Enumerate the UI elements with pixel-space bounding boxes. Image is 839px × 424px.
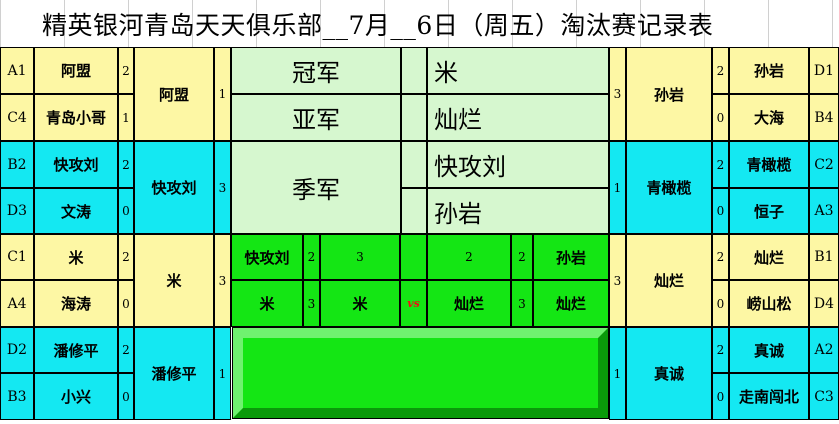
right-player: 崂山松: [729, 280, 809, 327]
right-player: 青橄榄: [729, 141, 809, 188]
right-winner: 孙岩: [626, 47, 712, 141]
third-name-1: 快攻刘: [427, 141, 609, 188]
left-seed: D2: [0, 327, 34, 373]
right-winner: 真诚: [626, 327, 712, 420]
right-seed: C3: [809, 373, 839, 420]
right-winner-score: 3: [609, 234, 626, 327]
left-seed: A4: [0, 280, 34, 327]
left-winner-score: 3: [214, 141, 231, 234]
left-score: 0: [118, 188, 134, 234]
left-seed: C4: [0, 94, 34, 141]
runner-up-name: 灿烂: [427, 94, 609, 141]
right-score: 2: [712, 141, 729, 188]
runner-up-label: 亚军: [231, 94, 401, 141]
blank-panel: [232, 327, 609, 419]
left-seed: A1: [0, 47, 34, 94]
left-score: 2: [118, 141, 134, 188]
semi-right-top-score: 2: [511, 234, 533, 280]
right-seed: D4: [809, 280, 839, 327]
right-winner-score: 1: [609, 327, 626, 420]
left-winner-score: 3: [214, 234, 231, 327]
right-score: 0: [712, 94, 729, 141]
semi-right-bot-player: 灿烂: [533, 280, 609, 327]
right-score: 0: [712, 188, 729, 234]
right-seed: D1: [809, 47, 839, 94]
left-score: 1: [118, 94, 134, 141]
right-player: 恒子: [729, 188, 809, 234]
left-score: 0: [118, 280, 134, 327]
right-score: 0: [712, 373, 729, 420]
semi-left-bot-player: 米: [231, 280, 303, 327]
champion-name: 米: [427, 47, 609, 94]
right-seed: C2: [809, 141, 839, 188]
right-score: 0: [712, 280, 729, 327]
left-player: 文涛: [34, 188, 118, 234]
semi-right-top-player: 孙岩: [533, 234, 609, 280]
right-player: 孙岩: [729, 47, 809, 94]
left-winner-score: 1: [214, 327, 231, 420]
left-seed: B2: [0, 141, 34, 188]
right-winner: 灿烂: [626, 234, 712, 327]
left-winner: 阿盟: [134, 47, 214, 141]
third-name-2: 孙岩: [427, 188, 609, 234]
left-score: 2: [118, 234, 134, 280]
left-player: 米: [34, 234, 118, 280]
final-left-player: 米: [320, 280, 400, 327]
left-winner: 潘修平: [134, 327, 214, 420]
right-winner-score: 1: [609, 141, 626, 234]
podium-spacer: [401, 141, 427, 188]
title-gridlines: [0, 0, 839, 47]
right-seed: A3: [809, 188, 839, 234]
left-winner: 米: [134, 234, 214, 327]
right-player: 灿烂: [729, 234, 809, 280]
left-score: 2: [118, 47, 134, 94]
semi-right-bot-score: 3: [511, 280, 533, 327]
left-score: 0: [118, 373, 134, 420]
left-winner-score: 1: [214, 47, 231, 141]
right-score: 2: [712, 47, 729, 94]
champion-label: 冠军: [231, 47, 401, 94]
left-player: 小兴: [34, 373, 118, 420]
semi-right-top-sets: 2: [427, 234, 511, 280]
semi-left-top-score: 2: [303, 234, 320, 280]
left-player: 青岛小哥: [34, 94, 118, 141]
left-player: 海涛: [34, 280, 118, 327]
semi-center-spacer: [400, 234, 427, 280]
podium-spacer: [401, 47, 427, 94]
right-winner-score: 3: [609, 47, 626, 141]
left-player: 阿盟: [34, 47, 118, 94]
final-right-player: 灿烂: [427, 280, 511, 327]
third-label: 季军: [231, 141, 401, 234]
semi-left-top-sets: 3: [320, 234, 400, 280]
left-player: 潘修平: [34, 327, 118, 373]
right-player: 大海: [729, 94, 809, 141]
right-seed: A2: [809, 327, 839, 373]
right-player: 走南闯北: [729, 373, 809, 420]
left-player: 快攻刘: [34, 141, 118, 188]
right-score: 2: [712, 234, 729, 280]
podium-spacer: [401, 188, 427, 234]
right-seed: B4: [809, 94, 839, 141]
sheet-title: 精英银河青岛天天俱乐部__7月__6日（周五）淘汰赛记录表: [42, 10, 714, 40]
left-seed: C1: [0, 234, 34, 280]
right-score: 2: [712, 327, 729, 373]
left-score: 2: [118, 327, 134, 373]
right-winner: 青橄榄: [626, 141, 712, 234]
left-seed: B3: [0, 373, 34, 420]
right-seed: B1: [809, 234, 839, 280]
semi-left-top-player: 快攻刘: [231, 234, 303, 280]
left-seed: D3: [0, 188, 34, 234]
podium-spacer: [401, 94, 427, 141]
semi-left-bot-score: 3: [303, 280, 320, 327]
right-player: 真诚: [729, 327, 809, 373]
panel-bevel: [233, 328, 608, 418]
vs-label: vs: [400, 280, 427, 327]
left-winner: 快攻刘: [134, 141, 214, 234]
